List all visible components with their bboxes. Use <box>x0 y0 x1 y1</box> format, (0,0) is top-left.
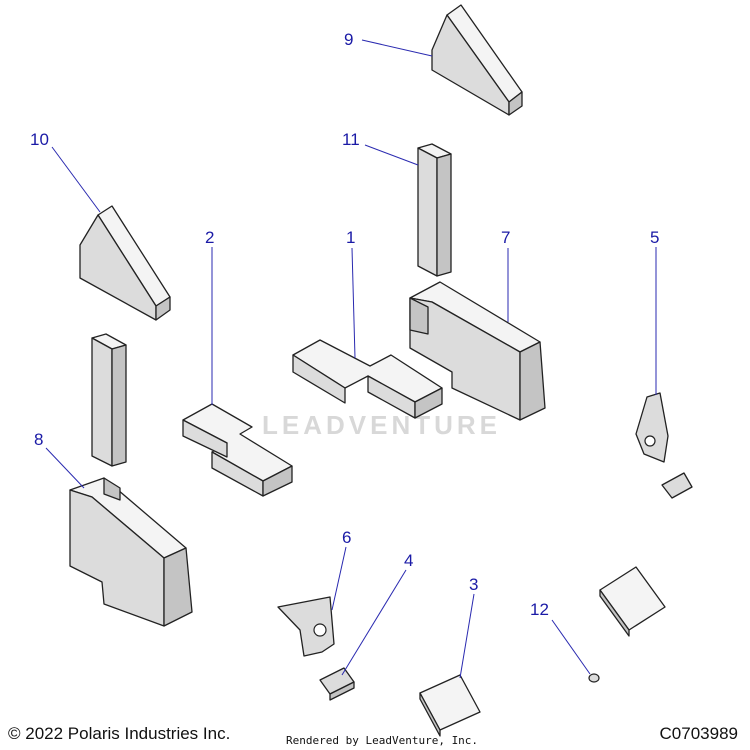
drawing-code: C0703989 <box>659 724 738 743</box>
rendered-by-text: Rendered by LeadVenture, Inc. <box>286 734 479 747</box>
callout-11: 11 <box>342 130 360 149</box>
part-2-z-block <box>182 403 293 497</box>
callout-12: 12 <box>530 600 549 619</box>
part-7-large-block <box>409 281 546 421</box>
callouts: 9 10 11 2 1 7 5 8 6 4 3 12 <box>30 30 659 619</box>
part-4-clip <box>319 667 355 701</box>
callout-9: 9 <box>344 30 353 49</box>
callout-1: 1 <box>346 228 355 247</box>
callout-7: 7 <box>501 228 510 247</box>
callout-6: 6 <box>342 528 351 547</box>
part-3-pad <box>419 674 481 737</box>
part-1-z-block <box>292 339 443 419</box>
part-12-fastener <box>588 673 600 683</box>
right-pad <box>599 566 666 637</box>
part-8-large-block <box>69 477 193 627</box>
part-11-tall-bar <box>417 143 452 277</box>
part-10-wedge-block <box>79 205 171 321</box>
part-6-bracket <box>277 596 335 657</box>
left-tall-bar <box>91 333 127 467</box>
callout-8: 8 <box>34 430 43 449</box>
callout-5: 5 <box>650 228 659 247</box>
part-5-bracket <box>635 392 693 499</box>
callout-2: 2 <box>205 228 214 247</box>
callout-3: 3 <box>469 575 478 594</box>
copyright-text: © 2022 Polaris Industries Inc. <box>8 724 231 743</box>
watermark-logo: LEADVENTURE <box>262 410 502 440</box>
callout-4: 4 <box>404 551 413 570</box>
leader-lines <box>45 39 657 679</box>
part-9-wedge-block <box>431 4 523 116</box>
callout-10: 10 <box>30 130 49 149</box>
